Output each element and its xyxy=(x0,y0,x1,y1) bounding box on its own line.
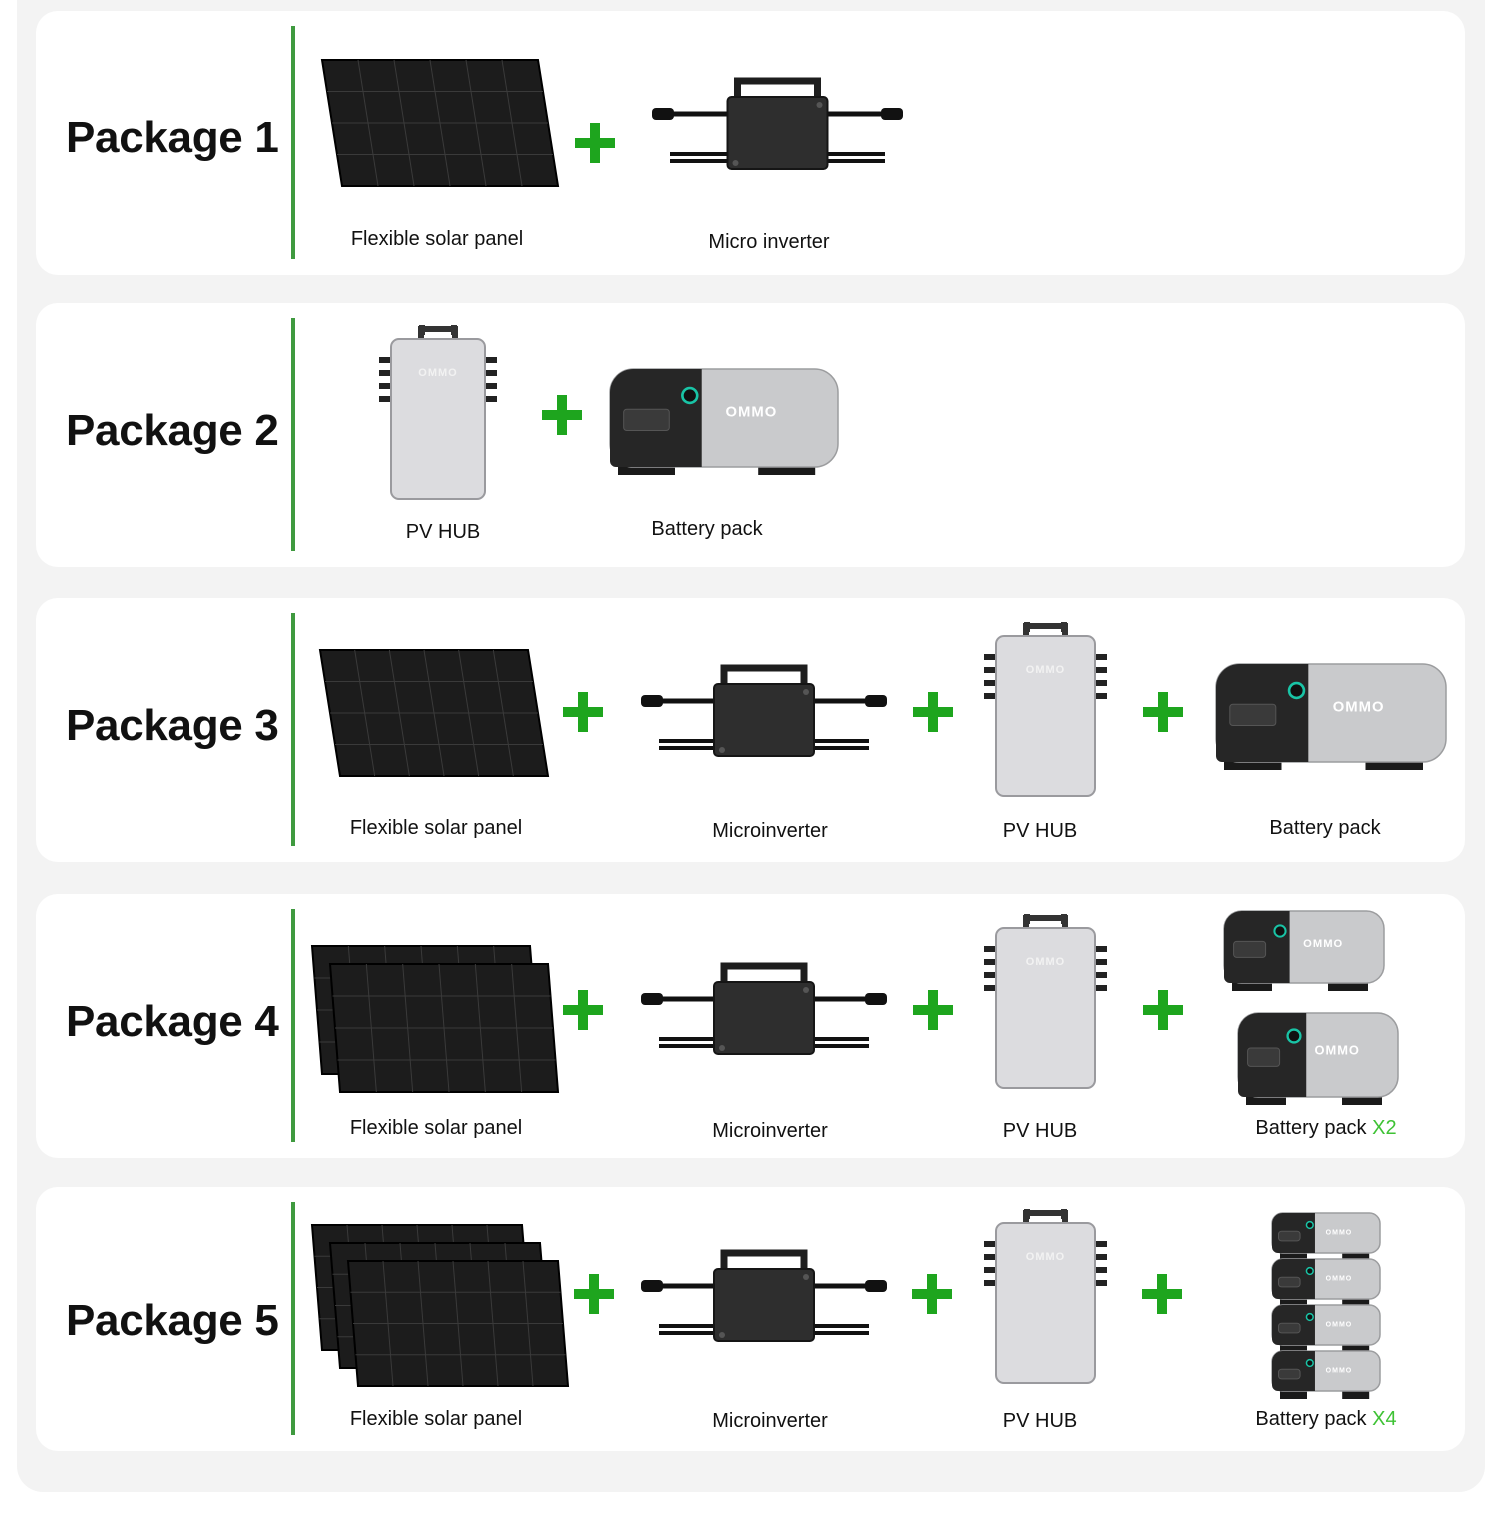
pv-hub-image: OMMO xyxy=(978,910,1113,1092)
plus-icon xyxy=(542,395,582,435)
svg-text:OMMO: OMMO xyxy=(1333,700,1385,716)
item-label: Battery pack xyxy=(651,518,763,540)
plus-icon xyxy=(1142,1274,1182,1314)
svg-text:OMMO: OMMO xyxy=(725,405,777,421)
solar-panel-image xyxy=(318,648,550,778)
quantity-multiplier: X4 xyxy=(1372,1408,1397,1430)
item-label: Flexible solar panel xyxy=(349,1408,523,1430)
item-label: Micro inverter xyxy=(708,231,830,253)
item-label: PV HUB xyxy=(1002,1120,1078,1142)
package-title: Package 4 xyxy=(66,997,279,1046)
item-label: Flexible solar panel xyxy=(350,228,524,250)
quantity-multiplier: X2 xyxy=(1372,1117,1397,1139)
solar-panel-stack-image xyxy=(310,1223,570,1388)
package-card-5: Package 5 OMMO OMMO OMMO OMMO OMMO Flexible… xyxy=(36,1187,1465,1451)
svg-text:OMMO: OMMO xyxy=(1026,664,1065,676)
package-card-2: Package 2 OMMO OMMO PV HUB Battery pack xyxy=(36,303,1465,567)
package-title: Package 1 xyxy=(66,113,279,162)
item-label: Flexible solar panel xyxy=(349,1117,523,1139)
svg-text:OMMO: OMMO xyxy=(1303,938,1343,950)
svg-text:OMMO: OMMO xyxy=(1326,1276,1353,1283)
battery-pack-image: OMMO xyxy=(1214,662,1448,772)
battery-pack-image: OMMO xyxy=(608,367,840,477)
package-title: Package 5 xyxy=(66,1296,279,1345)
section-divider xyxy=(291,318,295,551)
plus-icon xyxy=(912,1274,952,1314)
plus-icon xyxy=(1143,692,1183,732)
item-label: Flexible solar panel xyxy=(349,817,523,839)
micro-inverter-image xyxy=(639,962,889,1057)
micro-inverter-image xyxy=(639,664,889,759)
svg-text:OMMO: OMMO xyxy=(1026,956,1065,968)
package-card-4: Package 4 OMMO OMMO OMMO Flexible solar p… xyxy=(36,894,1465,1158)
svg-text:OMMO: OMMO xyxy=(1326,1230,1353,1237)
solar-panel-stack-image xyxy=(310,944,560,1094)
package-title: Package 2 xyxy=(66,406,279,455)
svg-text:OMMO: OMMO xyxy=(1326,1322,1353,1329)
section-divider xyxy=(291,26,295,259)
battery-pack-stack-image: OMMO OMMO xyxy=(1222,909,1402,1109)
item-label: Battery pack xyxy=(1255,1408,1367,1430)
pv-hub-image: OMMO xyxy=(978,1205,1113,1387)
item-label: Microinverter xyxy=(712,1410,828,1432)
pv-hub-image: OMMO xyxy=(373,321,503,503)
item-label: PV HUB xyxy=(1002,1410,1078,1432)
item-label: Battery pack xyxy=(1255,1117,1367,1139)
item-label: Battery pack xyxy=(1269,817,1381,839)
section-divider xyxy=(291,613,295,846)
svg-text:OMMO: OMMO xyxy=(1026,1251,1065,1263)
package-title: Package 3 xyxy=(66,701,279,750)
item-label: Microinverter xyxy=(712,820,828,842)
item-label-with-multiplier: Battery pack X2 xyxy=(1255,1117,1396,1140)
battery-pack-stack-image: OMMO OMMO OMMO OMMO xyxy=(1268,1211,1384,1401)
section-divider xyxy=(291,1202,295,1435)
solar-panel-image xyxy=(320,58,560,188)
item-label: Microinverter xyxy=(712,1120,828,1142)
section-divider xyxy=(291,909,295,1142)
plus-icon xyxy=(575,123,615,163)
pv-hub-image: OMMO xyxy=(978,618,1113,800)
svg-text:OMMO: OMMO xyxy=(418,367,457,379)
svg-text:OMMO: OMMO xyxy=(1326,1368,1353,1375)
item-label: PV HUB xyxy=(405,521,481,543)
plus-icon xyxy=(913,692,953,732)
item-label: PV HUB xyxy=(1002,820,1078,842)
plus-icon xyxy=(1143,990,1183,1030)
plus-icon xyxy=(563,990,603,1030)
package-card-1: Package 1 Flexible solar panel Micro inv… xyxy=(36,11,1465,275)
plus-icon xyxy=(913,990,953,1030)
micro-inverter-image xyxy=(639,1249,889,1344)
package-card-3: Package 3 OMMO OMMO Flexible solar panel… xyxy=(36,598,1465,862)
plus-icon xyxy=(563,692,603,732)
plus-icon xyxy=(574,1274,614,1314)
micro-inverter-image xyxy=(650,77,905,172)
item-label-with-multiplier: Battery pack X4 xyxy=(1255,1408,1396,1431)
svg-text:OMMO: OMMO xyxy=(1314,1042,1359,1057)
